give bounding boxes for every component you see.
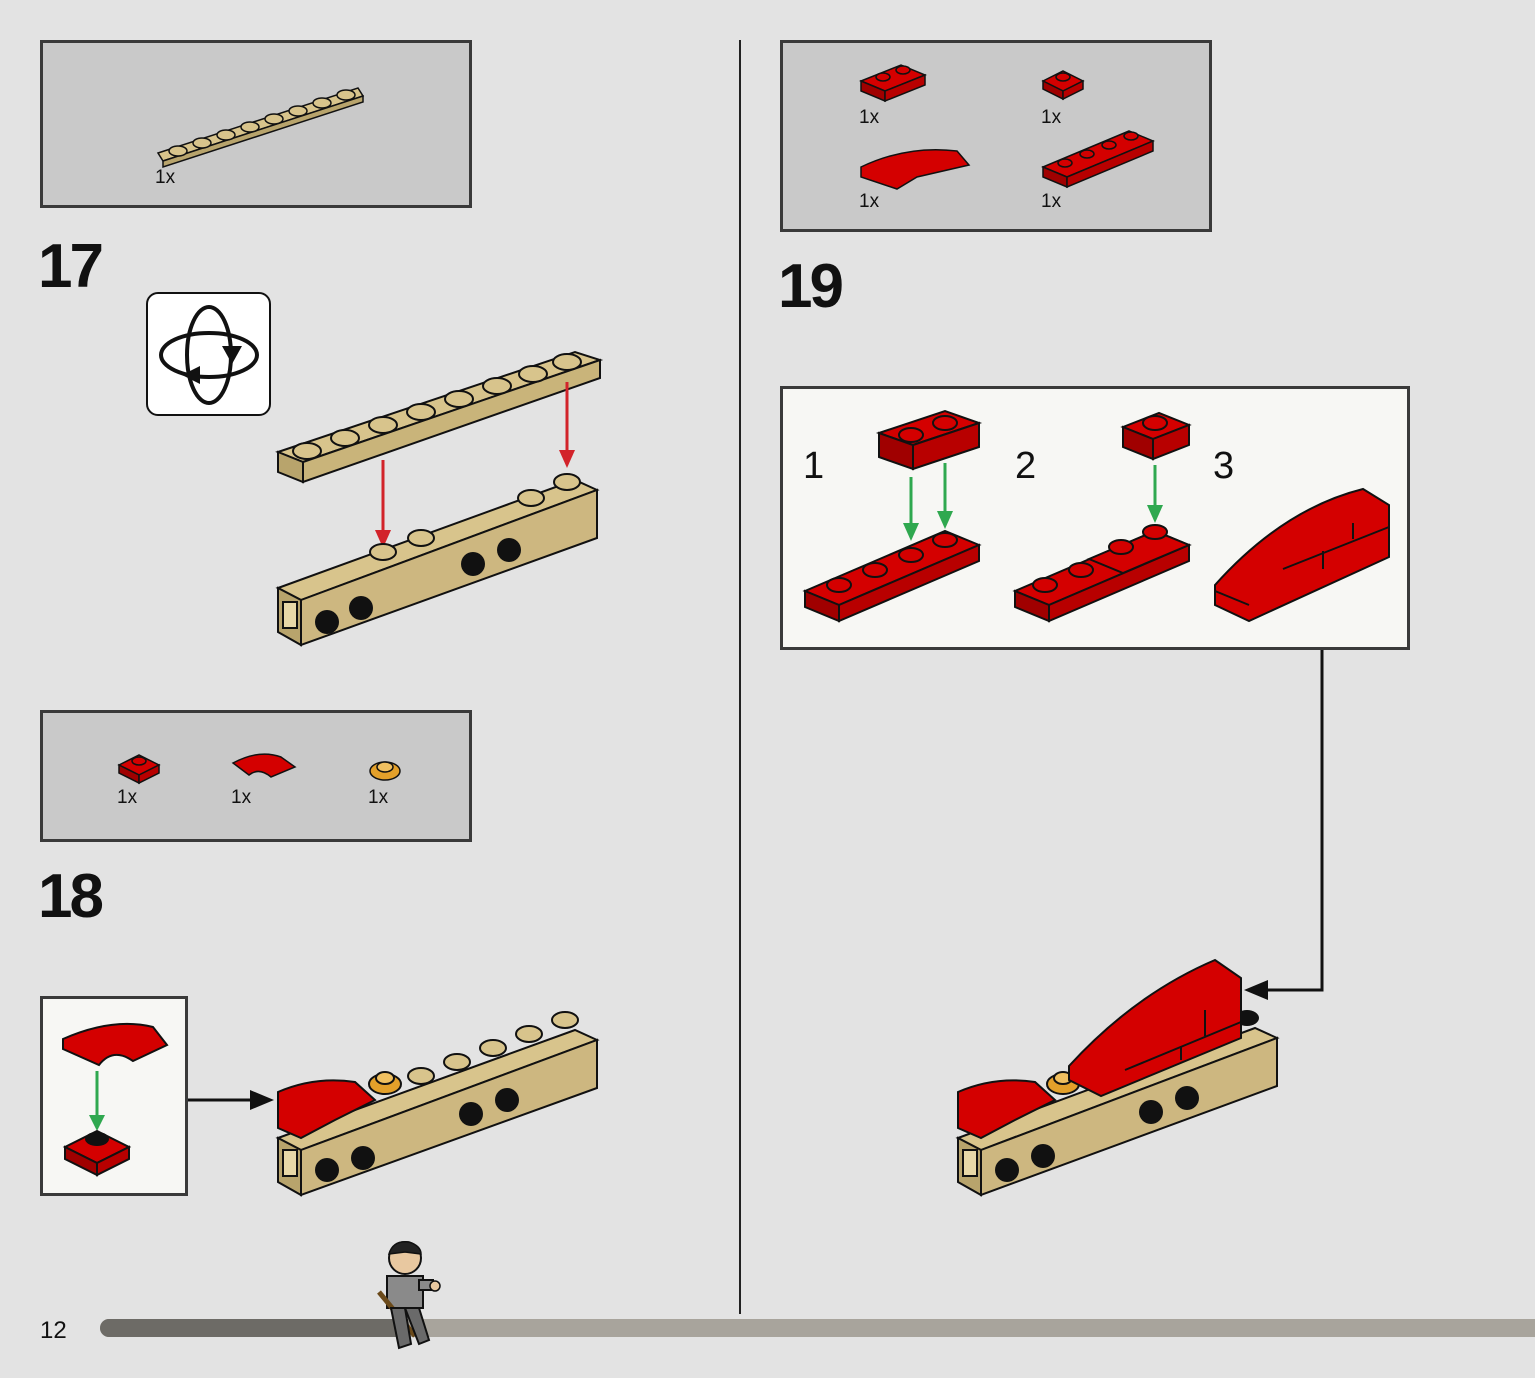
substep-number: 3 [1213, 445, 1235, 487]
part-qty: 1x [368, 787, 389, 808]
step19-subassembly-box: 1 2 3 [780, 386, 1410, 650]
gold-round-plate-part [369, 761, 401, 781]
part-qty: 1x [231, 787, 252, 808]
step18-subassembly [62, 1022, 169, 1177]
step18-assembly [275, 1011, 600, 1197]
part-qty: 1x [859, 191, 880, 212]
part-qty: 1x [1041, 191, 1062, 212]
step-number-19: 19 [778, 252, 844, 321]
connector-arrow [1244, 650, 1324, 1000]
step18-parts-box: 1x 1x 1x [40, 710, 472, 842]
connector-arrow [188, 1090, 274, 1110]
part-qty: 1x [859, 107, 880, 128]
rotate-model-icon [146, 292, 271, 416]
step18-subassembly-box [40, 996, 188, 1196]
part-qty: 1x [1041, 107, 1062, 128]
step19-parts-box: 1x 1x 1x 1x [780, 40, 1212, 232]
rotate-arrows-icon [159, 305, 259, 405]
part-qty: 1x [117, 787, 138, 808]
red-plate-1x2-part [859, 64, 927, 103]
red-plate-1x1-part [1041, 70, 1085, 101]
red-plate-1x1-part [117, 754, 161, 785]
substep-number: 2 [1015, 445, 1037, 487]
progress-bar-fill [100, 1319, 402, 1337]
red-plate-1x4-part [1041, 130, 1155, 189]
step-number-17: 17 [38, 232, 104, 301]
minifigure-progress-marker-icon [377, 1241, 441, 1350]
page-number: 12 [40, 1317, 67, 1344]
step17-parts-box: 1x [40, 40, 472, 208]
substep-number: 1 [803, 445, 825, 487]
step19-assembly [955, 958, 1280, 1197]
tan-plate-1x8-part [156, 87, 365, 169]
red-curved-slope-part [231, 753, 297, 778]
progress-bar [100, 1319, 1535, 1337]
part-qty: 1x [155, 167, 176, 188]
step-number-18: 18 [38, 862, 104, 931]
substep-drawings [802, 409, 1390, 623]
page-divider [739, 40, 741, 1314]
step17-assembly [275, 350, 604, 647]
red-curved-slope-part [860, 148, 971, 190]
